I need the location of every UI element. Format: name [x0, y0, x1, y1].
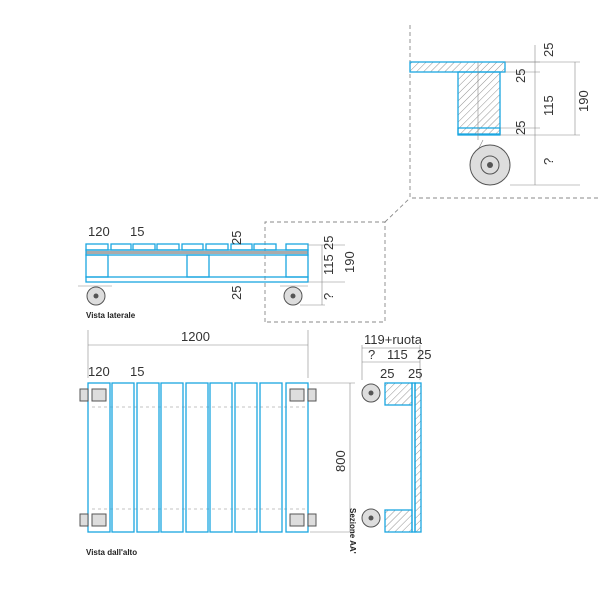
dim-label: 25: [541, 43, 556, 57]
caster-icon: [79, 388, 317, 527]
dim-label: 15: [130, 364, 144, 379]
dim-label: ?: [368, 347, 375, 362]
top-view-label: Vista dall'alto: [86, 548, 137, 557]
dim-label: 25: [229, 286, 244, 300]
wheel-detail: 25 25 115 25 190 ?: [264, 25, 600, 323]
dim-label: 25: [380, 366, 394, 381]
dim-label: 25: [513, 69, 528, 83]
dim-label: 115: [387, 347, 408, 362]
dim-label: 120: [88, 364, 110, 379]
section-label: Sezione AA': [348, 508, 357, 554]
dim-label: 190: [576, 90, 591, 112]
depth-dimension: 800: [333, 450, 348, 472]
dim-label: ?: [321, 293, 336, 300]
side-view-label: Vista laterale: [86, 311, 136, 320]
dim-label: 120: [88, 224, 110, 239]
dim-label: 25: [417, 347, 431, 362]
dim-label: 115: [541, 95, 556, 116]
dim-label: 25: [229, 231, 244, 245]
dim-label: 119+ruota: [364, 332, 423, 347]
top-view: 1200 800 120 15 Vista dall'alto: [79, 329, 355, 557]
width-dimension: 1200: [181, 329, 210, 344]
dim-label: 115: [321, 254, 336, 275]
side-view: 120 15 25 25 115 190 25 ? Vista laterale: [78, 224, 357, 320]
dim-label: 25: [408, 366, 422, 381]
dim-label: 25: [513, 121, 528, 135]
dim-label: 15: [130, 224, 144, 239]
dim-label: 25: [321, 236, 336, 250]
section-view: 119+ruota ? 115 25 25 25 Sezione AA': [348, 332, 431, 554]
dim-label: ?: [541, 158, 556, 165]
dim-label: 190: [342, 251, 357, 273]
